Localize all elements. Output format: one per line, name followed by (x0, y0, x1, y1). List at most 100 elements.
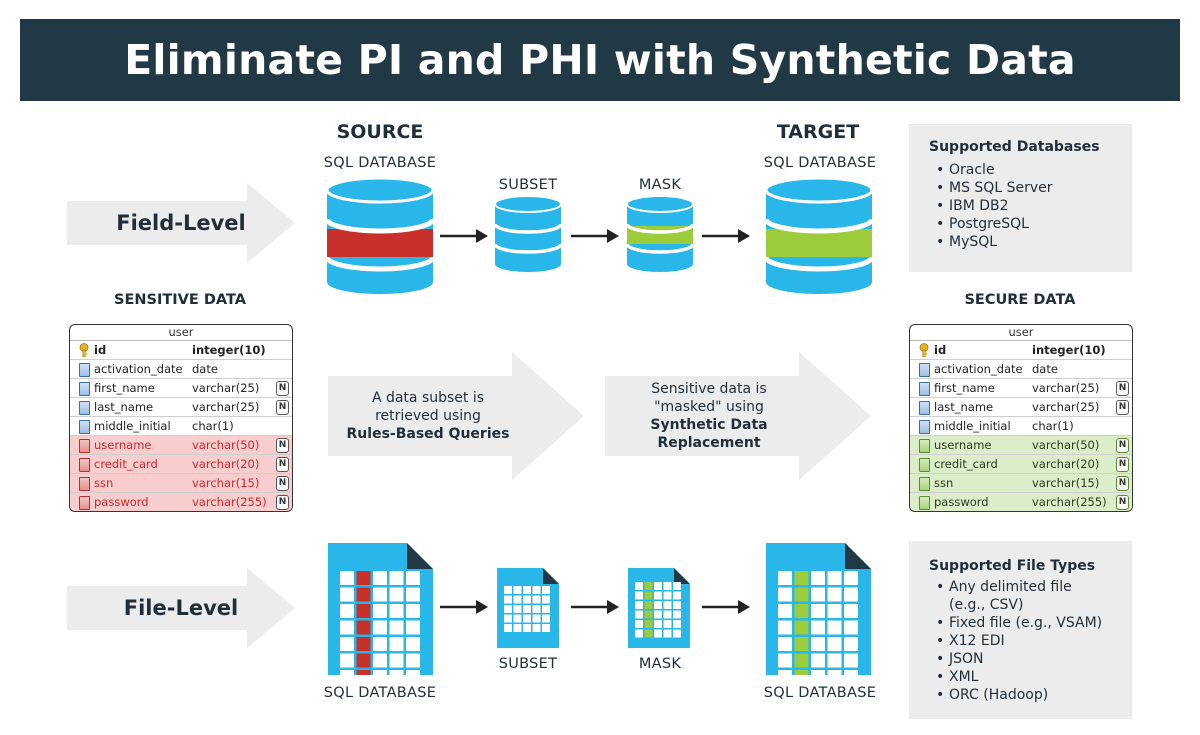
column-type: varchar(25) (1032, 400, 1100, 414)
source-database-icon (326, 177, 436, 294)
list-item: IBM DB2 (936, 197, 1132, 215)
column-type: char(1) (192, 419, 234, 433)
file-source-label: SQL DATABASE (323, 685, 437, 701)
supported-databases-title: Supported Databases (929, 139, 1100, 155)
column-type: varchar(50) (1032, 438, 1100, 452)
title-banner: Eliminate PI and PHI with Synthetic Data… (20, 19, 1180, 166)
nullable-badge: N (276, 438, 289, 453)
column-name: password (934, 495, 989, 509)
list-item: PostgreSQL (936, 215, 1132, 233)
supported-databases-box: Supported Databases Oracle MS SQL Server… (909, 124, 1132, 272)
secure-data-heading: SECURE DATA (964, 292, 1076, 308)
key-icon (79, 343, 89, 357)
column-icon (79, 496, 90, 510)
column-name: id (94, 343, 107, 357)
nullable-badge: N (1116, 400, 1129, 415)
list-item: MySQL (936, 233, 1132, 251)
supported-file-types-box: Supported File Types Any delimited file … (909, 541, 1132, 719)
column-name: ssn (934, 476, 954, 490)
field-level-label: Field-Level (116, 211, 246, 235)
file-mask-label: MASK (638, 656, 682, 672)
table-row: ssn varchar(15) N (910, 474, 1132, 493)
column-icon (919, 496, 930, 510)
column-name: ssn (94, 476, 114, 490)
target-heading: TARGET (776, 121, 860, 143)
column-icon (79, 458, 90, 472)
table-row: password varchar(255) N (70, 493, 292, 511)
column-icon (919, 458, 930, 472)
column-type: date (192, 362, 218, 376)
column-icon (919, 401, 930, 415)
arrow-right-icon (571, 600, 619, 614)
subset-database-icon (494, 195, 563, 272)
nullable-badge: N (1116, 476, 1129, 491)
supported-file-types-title: Supported File Types (929, 558, 1096, 574)
source-file-icon (328, 543, 433, 675)
field-level-arrow: Field-Level (67, 183, 295, 263)
target-db-label: SQL DATABASE (763, 155, 877, 171)
table-name: user (910, 325, 1132, 341)
arrow-right-icon (702, 229, 750, 243)
nullable-badge: N (276, 457, 289, 472)
column-icon (79, 382, 90, 396)
table-row: id integer(10) (910, 341, 1132, 360)
table-row: id integer(10) (70, 341, 292, 360)
nullable-badge: N (276, 476, 289, 491)
column-type: varchar(255) (192, 495, 267, 509)
column-name: username (934, 438, 992, 452)
subset-step-arrow: A data subset is retrieved using Rules-B… (328, 352, 584, 480)
source-db-label: SQL DATABASE (323, 155, 437, 171)
mask-step-text: Sensitive data is "masked" using Synthet… (650, 381, 768, 451)
column-icon (919, 439, 930, 453)
column-name: first_name (934, 381, 995, 395)
nullable-badge: N (276, 400, 289, 415)
column-name: credit_card (934, 457, 998, 471)
arrow-right-icon (440, 229, 488, 243)
field-subset-label: SUBSET (498, 177, 558, 193)
target-file-icon (766, 543, 871, 675)
list-item: Fixed file (e.g., VSAM) (936, 614, 1132, 632)
source-heading: SOURCE (336, 121, 424, 143)
column-name: activation_date (94, 362, 183, 376)
column-type: char(1) (1032, 419, 1074, 433)
nullable-badge: N (1116, 381, 1129, 396)
column-type: varchar(15) (192, 476, 260, 490)
mask-file-icon (628, 568, 690, 648)
subset-step-text: A data subset is retrieved using Rules-B… (346, 390, 510, 442)
column-type: integer(10) (192, 343, 266, 357)
column-name: username (94, 438, 152, 452)
arrow-right-icon (702, 600, 750, 614)
file-level-label: File-Level (123, 596, 239, 620)
list-item: ORC (Hadoop) (936, 686, 1132, 704)
nullable-badge: N (276, 495, 289, 510)
column-name: password (94, 495, 149, 509)
column-name: id (934, 343, 947, 357)
column-name: credit_card (94, 457, 158, 471)
column-type: varchar(15) (1032, 476, 1100, 490)
column-name: first_name (94, 381, 155, 395)
file-level-arrow: File-Level (67, 568, 295, 648)
column-icon (79, 363, 90, 377)
column-type: integer(10) (1032, 343, 1106, 357)
mask-step-arrow: Sensitive data is "masked" using Synthet… (605, 352, 871, 480)
list-item: X12 EDI (936, 632, 1132, 650)
file-subset-label: SUBSET (498, 656, 558, 672)
column-name: last_name (934, 400, 994, 414)
column-name: activation_date (934, 362, 1023, 376)
page-title: Eliminate PI and PHI with Synthetic Data… (124, 36, 1076, 166)
column-icon (79, 439, 90, 453)
list-item: MS SQL Server (936, 179, 1132, 197)
column-icon (919, 420, 930, 434)
list-item: Oracle (936, 161, 1132, 179)
column-icon (919, 363, 930, 377)
